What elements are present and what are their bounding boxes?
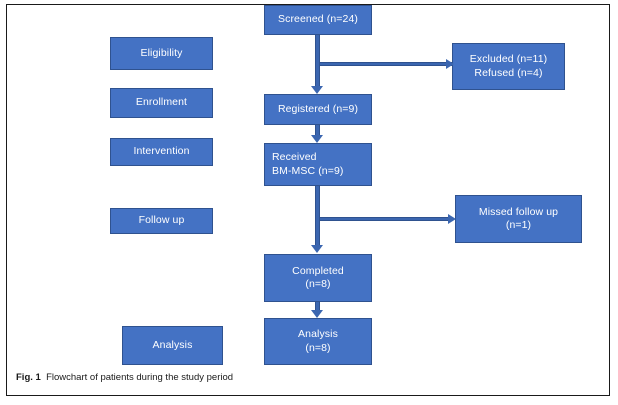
- flow-node-screened: Screened (n=24): [264, 5, 372, 35]
- arrowhead-completed-to-analysis: [310, 310, 323, 318]
- connector-received-to-completed: [315, 186, 320, 246]
- arrowhead-screened-to-excluded: [446, 59, 454, 69]
- flow-node-registered: Registered (n=9): [264, 94, 372, 125]
- connector-screened-to-registered: [315, 35, 320, 87]
- flow-node-received-bm-msc: Received BM-MSC (n=9): [264, 143, 372, 186]
- figure-caption-label: Fig. 1: [16, 372, 41, 383]
- stage-label-eligibility: Eligibility: [110, 37, 213, 70]
- arrowhead-received-to-completed: [310, 245, 323, 253]
- stage-label-follow-up: Follow up: [110, 208, 213, 234]
- stage-label-analysis: Analysis: [122, 326, 223, 365]
- connector-registered-to-received: [315, 125, 320, 136]
- flow-node-analysis: Analysis (n=8): [264, 318, 372, 365]
- connector-completed-to-analysis: [315, 302, 320, 311]
- connector-screened-to-excluded: [320, 62, 453, 66]
- figure-caption: Fig. 1 Flowchart of patients during the …: [16, 372, 233, 384]
- arrowhead-registered-to-received: [310, 135, 323, 143]
- connector-received-to-missed: [320, 217, 453, 221]
- flow-node-excluded-refused: Excluded (n=11) Refused (n=4): [452, 43, 565, 90]
- figure-caption-text: Flowchart of patients during the study p…: [46, 372, 234, 383]
- flow-node-missed-follow-up: Missed follow up (n=1): [455, 195, 582, 243]
- flow-node-completed: Completed (n=8): [264, 254, 372, 302]
- arrowhead-received-to-missed: [448, 214, 456, 224]
- stage-label-enrollment: Enrollment: [110, 88, 213, 118]
- stage-label-intervention: Intervention: [110, 138, 213, 166]
- arrowhead-screened-to-registered: [310, 86, 323, 94]
